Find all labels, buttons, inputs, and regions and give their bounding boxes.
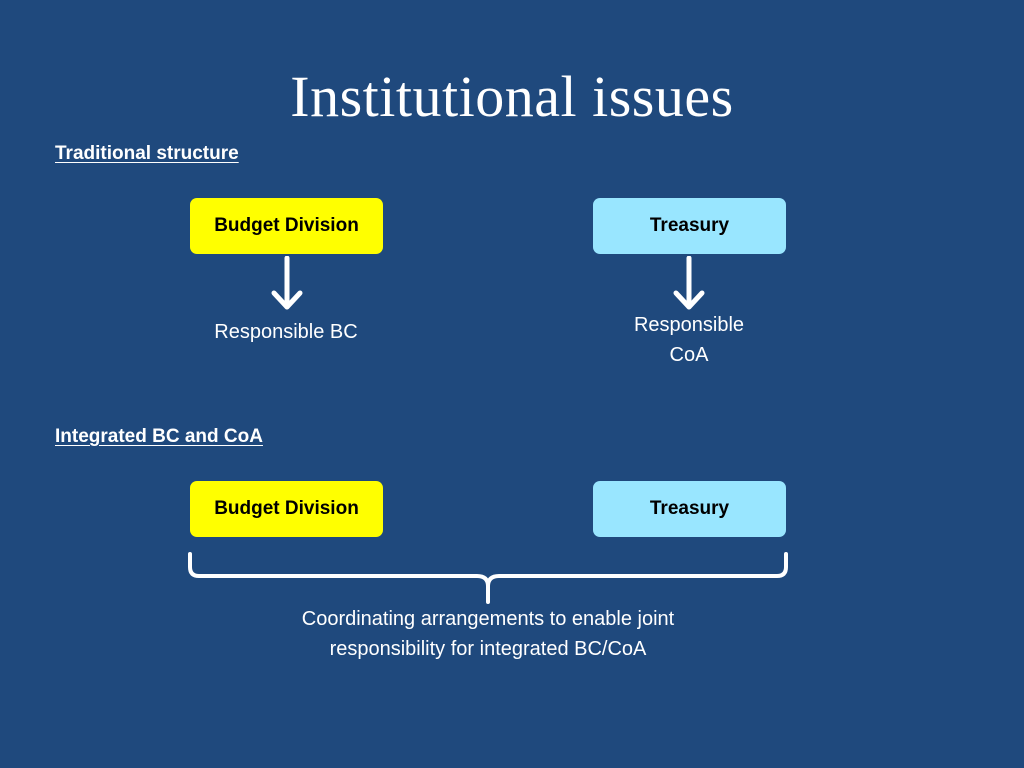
traditional-treasury-box: Treasury (593, 198, 786, 254)
traditional-budget-division-box: Budget Division (190, 198, 383, 254)
integrated-heading: Integrated BC and CoA (55, 426, 263, 447)
responsible-coa-line1: Responsible (633, 314, 745, 336)
budget-down-arrow-icon (271, 256, 303, 310)
traditional-structure-heading: Traditional structure (55, 143, 239, 164)
coordinating-caption-line1: Coordinating arrangements to enable join… (301, 608, 675, 630)
slide-title: Institutional issues (290, 64, 734, 129)
integrated-treasury-box: Treasury (593, 481, 786, 537)
coordinating-caption-line2: responsibility for integrated BC/CoA (329, 638, 647, 660)
integrated-budget-division-box: Budget Division (190, 481, 383, 537)
traditional-budget-division-label: Budget Division (214, 215, 359, 236)
integrated-treasury-label: Treasury (649, 498, 730, 519)
grouping-brace-icon (188, 552, 788, 604)
coordinating-caption: Coordinating arrangements to enable join… (212, 604, 764, 664)
responsible-coa-text: Responsible CoA (589, 310, 789, 370)
responsible-coa-line2: CoA (669, 344, 709, 366)
treasury-down-arrow-icon (673, 256, 705, 310)
responsible-bc-label: Responsible BC (214, 321, 358, 343)
integrated-budget-division-label: Budget Division (214, 498, 359, 519)
responsible-bc-text: Responsible BC (176, 317, 396, 347)
traditional-treasury-label: Treasury (649, 215, 730, 236)
